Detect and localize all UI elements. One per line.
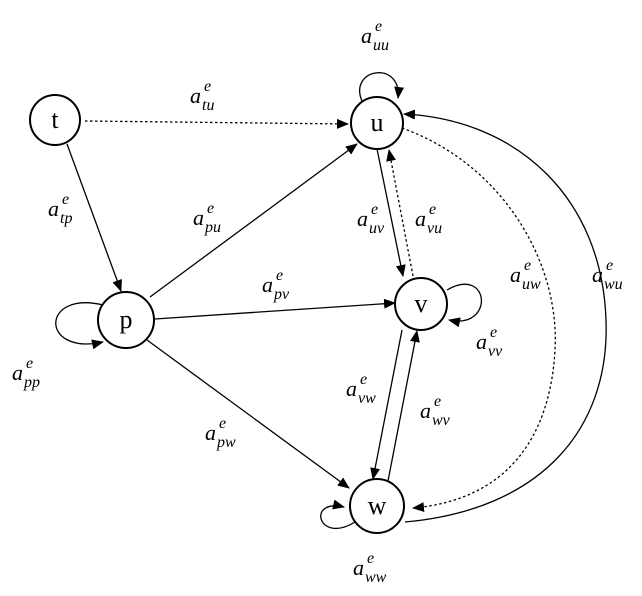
label-pu: a e pu [193,200,221,236]
edge-v-v [446,283,483,328]
label-tu-base: a [190,83,201,108]
label-uu-sup: e [375,18,382,35]
label-pp-sup: e [26,355,33,372]
node-p: p [97,291,155,349]
label-vw-base: a [346,376,357,401]
edge-v-w [370,329,403,480]
label-wu-base: a [592,262,603,287]
label-pw: a e pw [205,415,236,451]
label-wv-sup: e [434,393,441,410]
edge-t-p [66,143,122,292]
edge-w-w [320,499,356,529]
label-uu: a e uu [361,18,389,54]
label-vu-sub: vu [427,220,442,237]
edge-p-v [154,298,396,320]
edge-u-v [376,148,406,277]
label-tp: a e tp [48,191,72,227]
node-label-v: v [415,289,428,318]
node-label-u: u [371,108,384,137]
label-vu: a e vu [415,201,442,237]
label-pu-sub: pu [204,219,221,236]
node-label-w: w [368,491,387,520]
label-pp-base: a [12,360,23,385]
label-pv-sup: e [276,267,283,284]
label-pu-sup: e [207,200,214,217]
label-pw-sup: e [219,415,226,432]
label-uw-sup: e [524,257,531,274]
label-pp-sub: pp [23,374,40,391]
label-wu: a e wu [592,257,623,293]
label-wv-sub: wv [432,412,451,429]
label-vu-sup: e [429,201,436,218]
label-uw-base: a [510,262,521,287]
label-vu-base: a [415,206,426,231]
label-uu-sub: uu [373,37,389,54]
label-pv-sub: pv [273,286,290,303]
label-vw-sup: e [360,371,367,388]
label-uv: a e uv [357,201,385,237]
node-u: u [350,96,404,150]
label-uw: a e uw [510,257,541,293]
label-tu-sup: e [204,78,211,95]
label-ww-sub: ww [365,569,387,586]
label-wv: a e wv [420,393,451,429]
label-uu-base: a [361,23,372,48]
label-ww: a e ww [353,550,387,586]
label-vv-sup: e [490,324,497,341]
node-w: w [349,478,405,534]
label-tp-sup: e [62,191,69,208]
label-pw-sub: pw [216,434,236,451]
label-pv-base: a [262,272,273,297]
edge-p-w [146,339,350,489]
label-vw-sub: vw [358,390,376,407]
label-tu: a e tu [190,78,214,114]
edge-v-u [386,149,414,277]
label-wu-sub: wu [604,276,623,293]
label-pw-base: a [205,420,216,445]
label-pv: a e pv [262,267,290,303]
node-v: v [394,277,448,331]
label-uv-sub: uv [369,220,385,237]
label-tp-sub: tp [60,210,72,227]
label-uw-sub: uw [522,276,541,293]
node-t: t [29,94,81,146]
edge-t-u [84,118,349,129]
edge-u-u [359,72,405,102]
label-pp: a e pp [12,355,40,391]
node-label-t: t [51,105,59,134]
edge-w-v [387,330,420,482]
label-tu-sub: tu [202,97,214,114]
label-ww-sup: e [367,550,374,567]
label-uv-base: a [357,206,368,231]
label-vv-sub: vv [488,343,503,360]
node-label-p: p [120,305,133,334]
edge-w-u [403,109,607,523]
edge-p-u [149,143,358,298]
label-tp-base: a [48,196,59,221]
label-vv: a e vv [476,324,503,360]
label-pu-base: a [193,205,204,230]
label-wv-base: a [420,398,431,423]
label-uv-sup: e [371,201,378,218]
edge-u-w [401,127,556,513]
label-vv-base: a [476,329,487,354]
label-vw: a e vw [346,371,376,407]
label-wu-sup: e [606,257,613,274]
label-ww-base: a [353,555,364,580]
edge-p-p [55,302,104,350]
